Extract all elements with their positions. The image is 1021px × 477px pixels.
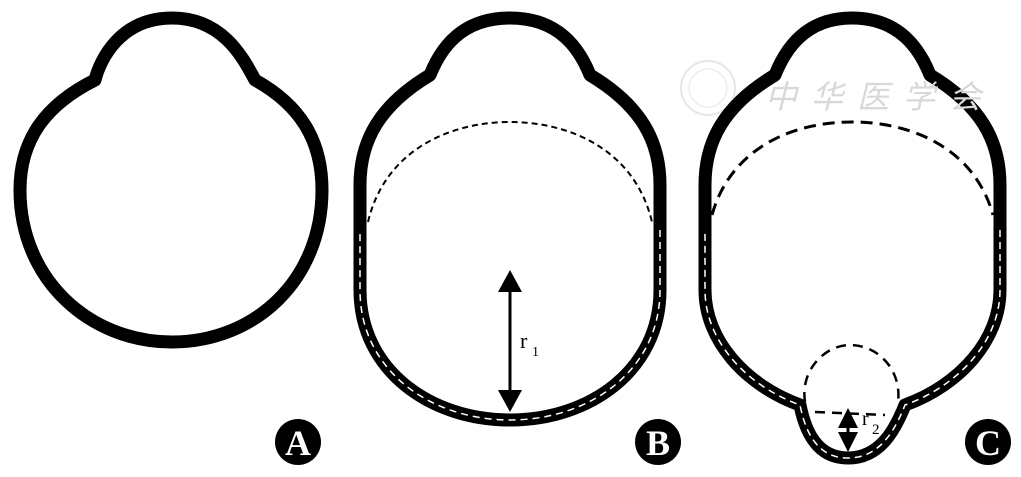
panel-c xyxy=(698,11,1007,465)
panel-b xyxy=(353,11,667,427)
radius-sub-r2: 2 xyxy=(872,422,880,438)
radius-sub-r1: 1 xyxy=(532,345,539,360)
panel-label-b: B xyxy=(646,423,670,463)
radius-label-r2: r xyxy=(862,408,869,430)
inner-dashed-c xyxy=(704,230,1001,459)
inner-dashed-b xyxy=(359,230,661,421)
watermark-seal-icon xyxy=(680,60,736,116)
panel-label-a: A xyxy=(285,423,311,463)
badge-a xyxy=(275,419,321,465)
outline-a xyxy=(13,11,329,349)
badge-b xyxy=(635,419,681,465)
watermark-text: 中华医学会 xyxy=(765,78,995,116)
outline-b xyxy=(353,11,667,427)
badge-c xyxy=(965,419,1011,465)
dashed-circle-c xyxy=(803,343,900,403)
radius-arrow-r2 xyxy=(838,408,858,452)
dashed-arc-c xyxy=(710,120,995,216)
panel-a xyxy=(13,11,329,349)
radius-label-r1: r xyxy=(520,328,528,353)
watermark xyxy=(680,60,736,116)
panel-label-c: C xyxy=(975,423,1001,463)
radius-arrow-r1 xyxy=(498,270,522,412)
dashed-arc-b xyxy=(367,120,653,223)
